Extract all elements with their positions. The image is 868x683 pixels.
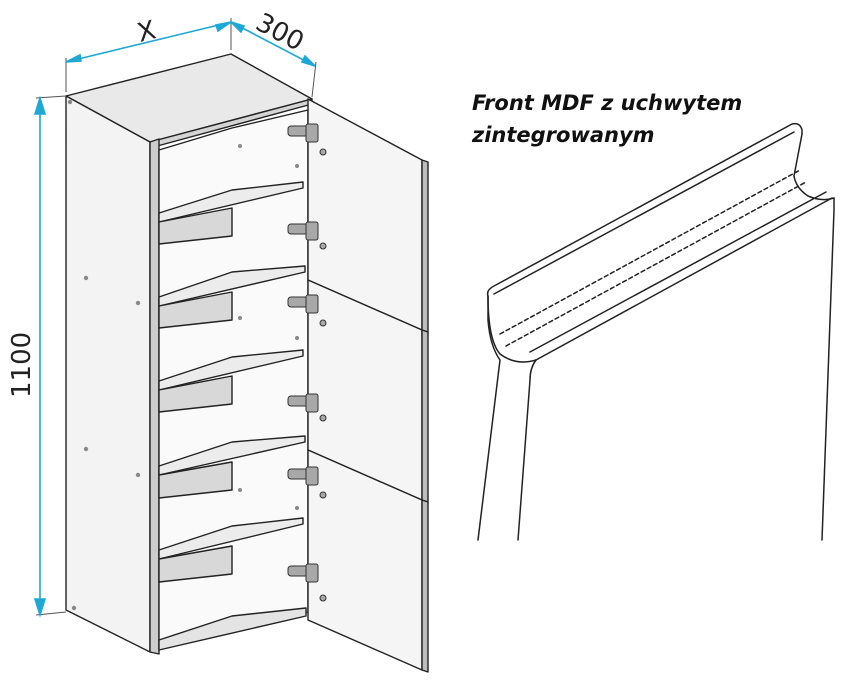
hinge-icon	[287, 466, 327, 499]
shelf-5-shadow	[158, 545, 233, 583]
handle-groove-left	[487, 295, 537, 363]
shelf-4-shadow	[158, 461, 233, 499]
arrow-icon	[65, 53, 82, 63]
mdf-front-detail	[477, 122, 835, 541]
dimension-width-line	[65, 21, 232, 63]
door-bottom-edge	[421, 499, 429, 673]
shelf-2	[158, 265, 306, 307]
handle-groove-right	[793, 175, 835, 201]
caption-line-2: zintegrowanym	[471, 123, 655, 147]
front-right-edge	[821, 197, 835, 541]
door-top-edge	[421, 159, 429, 333]
arrow-icon	[230, 21, 246, 34]
hinge-icon	[287, 393, 327, 422]
dimension-lines	[33, 18, 317, 618]
hinges	[287, 123, 327, 602]
hinge-icon	[287, 563, 327, 602]
bottom-panel	[158, 607, 307, 651]
cabinet-left-edge	[149, 138, 160, 655]
handle-hidden-line	[505, 181, 807, 347]
cabinet-drawing	[65, 53, 429, 673]
arrow-icon	[33, 95, 47, 115]
handle-back-edge	[486, 122, 803, 297]
arrow-icon	[33, 598, 47, 618]
shelf-5	[158, 517, 304, 560]
handle-hidden-line	[499, 169, 801, 335]
dimension-height-label: 1100	[7, 332, 37, 398]
shelf-1	[158, 181, 304, 223]
hinge-icon	[287, 294, 327, 327]
shelf-pin-holes	[67, 99, 299, 611]
dimension-depth-line	[230, 21, 316, 67]
hinge-icon	[287, 221, 327, 250]
cabinet-left-side	[65, 95, 151, 653]
arrow-icon	[300, 54, 316, 67]
dimension-depth-label: 300	[251, 8, 309, 58]
shelf-1-shadow	[158, 207, 233, 245]
arrow-icon	[214, 21, 232, 33]
shelf-2-shadow	[158, 291, 233, 329]
shelf-4	[158, 435, 306, 476]
cabinet-shelves	[158, 181, 307, 651]
shelf-3-shadow	[158, 375, 233, 413]
hinge-icon	[287, 123, 327, 156]
front-left-edge	[477, 295, 501, 541]
shelf-3	[158, 349, 304, 391]
caption-line-1: Front MDF z uchwytem	[472, 91, 742, 115]
cabinet-doors	[307, 98, 429, 673]
door-middle-edge	[421, 329, 429, 503]
